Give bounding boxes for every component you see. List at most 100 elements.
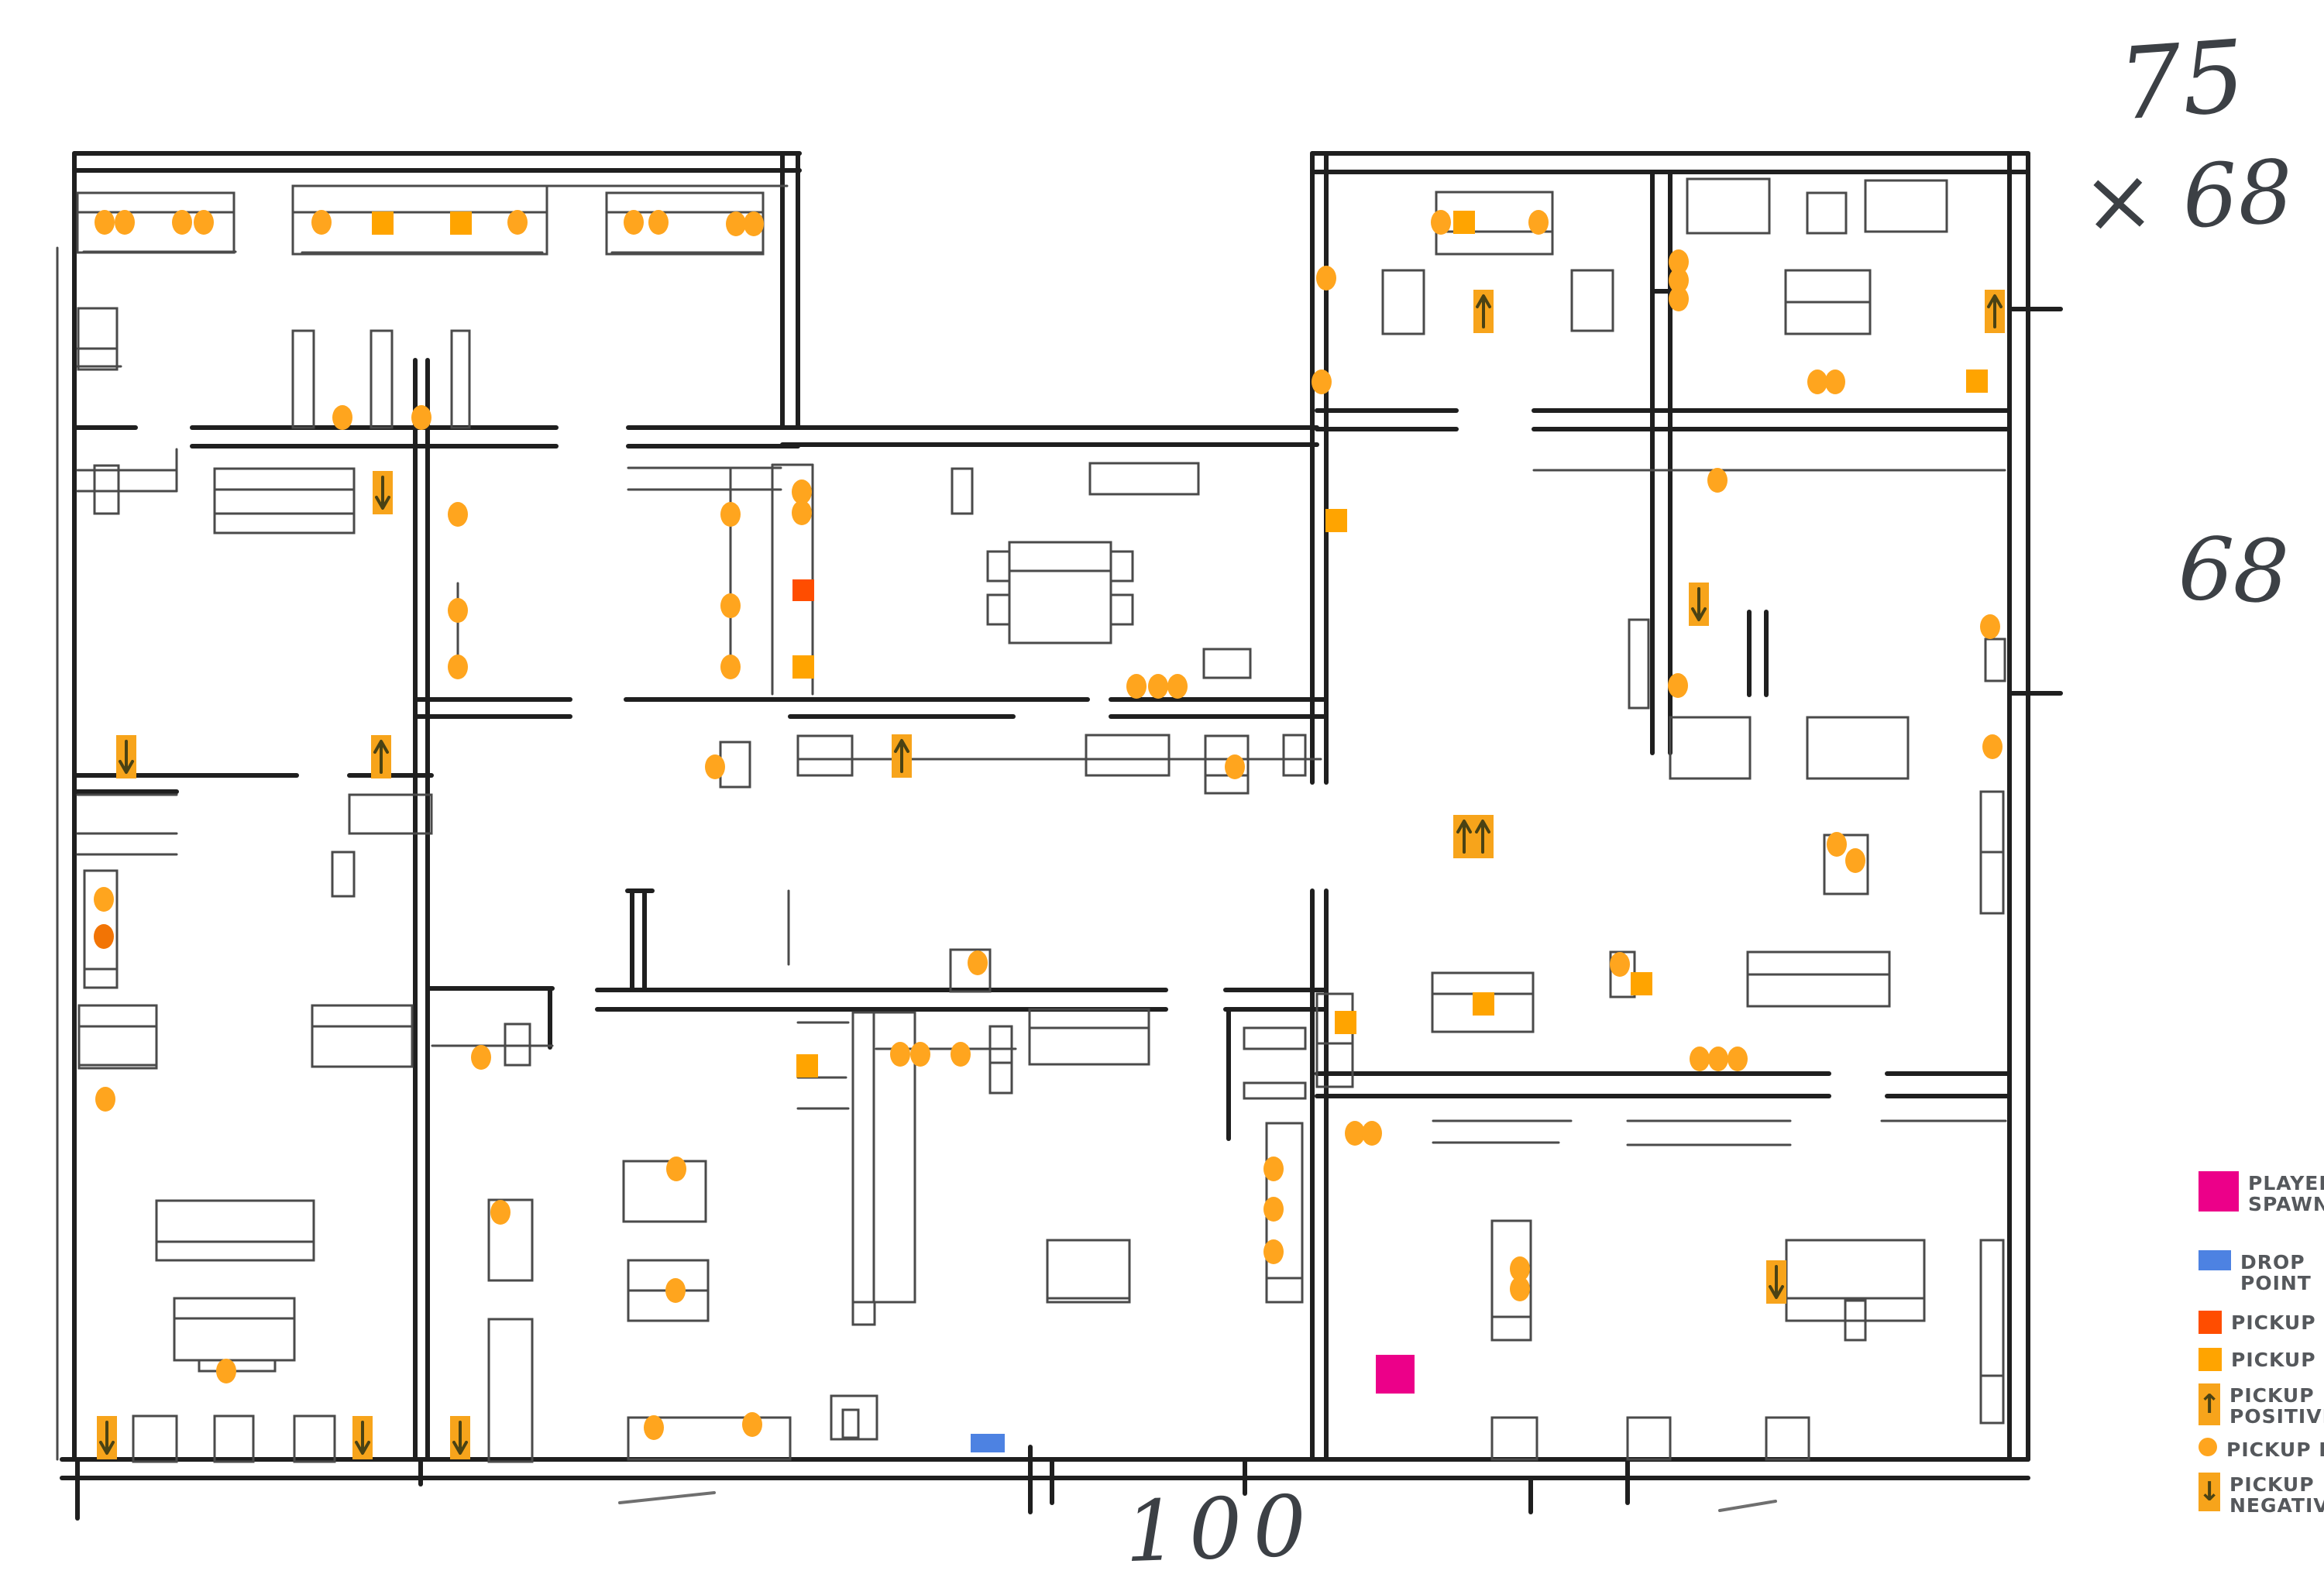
arrow-head [355, 1441, 370, 1455]
shelf-rect [1984, 638, 2006, 682]
pickup1-dot [1690, 1047, 1710, 1071]
pickup2-square [796, 1054, 818, 1077]
shelf-rect [93, 464, 120, 515]
pickup1-dot [1225, 754, 1245, 779]
pickup-2-swatch-icon [2199, 1348, 2222, 1371]
pickup1-dot [951, 1042, 971, 1067]
pickup1-dot [644, 1415, 664, 1440]
arrow-head [373, 740, 389, 754]
shelf-rect [487, 1318, 534, 1463]
pickup1-dot [1668, 673, 1688, 698]
pickup1-dot [792, 479, 812, 504]
shelf-rect [293, 1414, 336, 1463]
handwritten-height-label: 68 [2176, 518, 2291, 624]
arrow-head [1475, 820, 1490, 833]
pickup-3-label: PICKUP III [2231, 1311, 2324, 1334]
shelf-rect [77, 1004, 158, 1070]
pickup1-dot [490, 1200, 511, 1225]
shelf-rect [370, 329, 394, 429]
pen-stray-mark [1718, 1500, 1777, 1512]
shelf-rect [1243, 1081, 1307, 1100]
pickup-1-label: PICKUP I [2226, 1438, 2324, 1461]
shelf-rect [986, 593, 1011, 626]
pickup1-dot [1510, 1256, 1530, 1281]
pickup1-dot [1345, 1121, 1365, 1146]
shelf-rect [1431, 971, 1535, 1033]
pickup2-square [1631, 972, 1652, 995]
pickup1-dot [726, 211, 746, 236]
shelf-rect [1669, 716, 1752, 780]
pickup-positive-label: PICKUP POSITIVE [2229, 1384, 2324, 1428]
shelf-rect [1490, 1219, 1532, 1342]
shelf-rect [627, 1416, 792, 1461]
pickup1-dot [448, 502, 468, 527]
shelf-rect [1626, 1416, 1672, 1461]
arrow-head [1456, 820, 1472, 833]
handwritten-width-label: 75 [2115, 19, 2249, 143]
pickup1-dot [1728, 1047, 1748, 1071]
pickup1-dot [648, 210, 669, 235]
shelf-rect [1204, 774, 1250, 795]
arrow-head [894, 739, 909, 753]
pickup-negative-swatch-icon: ↓ [2199, 1473, 2220, 1511]
shelf-rect [1109, 593, 1134, 626]
shelf-rect [841, 1408, 860, 1439]
pickup-positive-swatch-icon: ↑ [2199, 1383, 2220, 1425]
shelf-rect [1202, 648, 1252, 679]
pickup1-dot [332, 405, 352, 430]
shelf-rect [1570, 269, 1614, 332]
pickup1-dot [1510, 1277, 1530, 1301]
pickup2-square [1473, 992, 1494, 1016]
shelf-rect [1823, 833, 1869, 895]
shelf-rect [851, 1301, 876, 1326]
pickup1-dot [1528, 210, 1549, 235]
arrow-head [1691, 607, 1707, 621]
shelf-rect [1381, 269, 1425, 335]
shelf-rect [1784, 269, 1872, 335]
pickup1-dot [1845, 848, 1865, 873]
arrow-head [1769, 1285, 1784, 1299]
pickup1-dot [720, 502, 741, 527]
shelf-rect [173, 1297, 296, 1362]
pickup1-dot [95, 210, 115, 235]
legend-item-pickup-2: PICKUP II [2199, 1348, 2324, 1371]
pickup1-dot [1980, 614, 2000, 639]
shelf-rect [1686, 177, 1771, 235]
pickup2-square [1325, 509, 1347, 532]
shelf-rect [1282, 734, 1307, 777]
legend-item-pickup-negative: ↓PICKUP NEGATIVE [2199, 1473, 2324, 1516]
shelf-rect [1315, 1042, 1354, 1088]
shelf-rect [1765, 1416, 1810, 1461]
pickup1-dot [705, 754, 725, 779]
pickup1-dot [411, 405, 431, 430]
shelf-rect [504, 1022, 531, 1067]
pickup1-dot [792, 500, 812, 525]
player-spawn-swatch-icon [2199, 1171, 2239, 1212]
floorplan-svg [56, 151, 2063, 1521]
pickup2-square [792, 655, 814, 679]
shelf-rect [1785, 1239, 1926, 1322]
shelf-rect [1008, 541, 1112, 644]
drop-point-swatch-icon [2199, 1250, 2231, 1270]
shelf-rect [988, 1061, 1013, 1095]
pickup1-dot [1362, 1121, 1382, 1146]
shelf-rect [1490, 1416, 1538, 1461]
pickup1-dot [665, 1278, 686, 1303]
shelf-rect [949, 948, 992, 993]
shelf-rect [830, 1394, 878, 1441]
pickup2-square [1453, 211, 1475, 234]
pickup1-dot [624, 210, 644, 235]
pickup1-dot [94, 887, 114, 912]
shelf-rect [622, 1160, 707, 1223]
shelf-rect [198, 1359, 277, 1373]
shelf-rect [132, 1414, 178, 1463]
pickup1-dot [1669, 268, 1689, 293]
pickup1-dot [471, 1045, 491, 1070]
shelf-rect [1746, 950, 1891, 1008]
player-spawn-label: PLAYER SPAWN [2248, 1172, 2324, 1215]
shelf-rect [951, 467, 974, 515]
arrow-head [119, 760, 134, 774]
shelf-rect [1088, 462, 1200, 496]
pickup1-dot [1610, 952, 1630, 977]
